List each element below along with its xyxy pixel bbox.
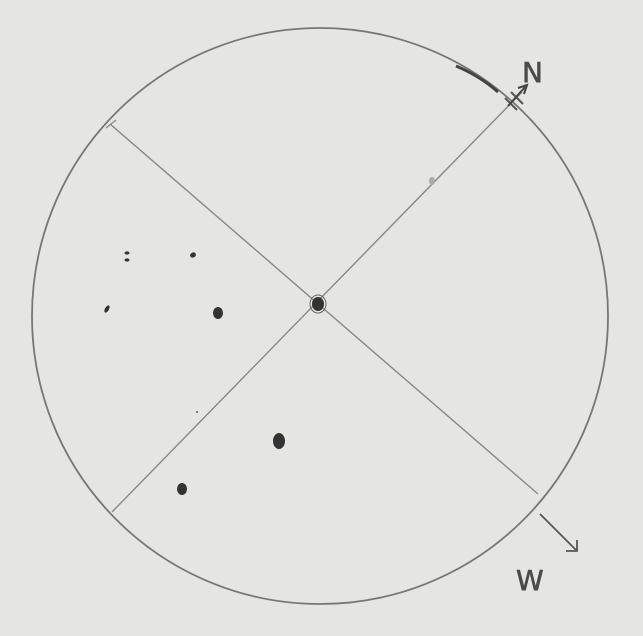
star-dot bbox=[104, 305, 110, 313]
star-dot bbox=[124, 251, 130, 255]
north-arc-accent bbox=[455, 64, 499, 94]
crosshair-nw-se-line bbox=[109, 123, 539, 495]
west-label: W bbox=[516, 564, 544, 597]
west-arrowhead-icon bbox=[566, 540, 578, 552]
north-label: N bbox=[522, 56, 543, 89]
north-arrowhead-icon bbox=[517, 83, 529, 95]
tick-mark-ne-2 bbox=[510, 91, 524, 105]
star-dot bbox=[196, 411, 198, 413]
star-dot bbox=[124, 258, 130, 262]
north-arrow-icon bbox=[507, 85, 527, 107]
field-of-view-circle bbox=[31, 27, 609, 605]
star-dot bbox=[213, 307, 223, 319]
star-dot bbox=[190, 252, 196, 258]
west-arrow-icon bbox=[539, 513, 577, 551]
central-object-dot bbox=[312, 297, 324, 311]
star-dot bbox=[177, 483, 187, 495]
central-object-halo bbox=[309, 294, 327, 314]
tick-mark-nw bbox=[105, 119, 117, 129]
star-dot bbox=[273, 433, 285, 449]
faint-object-dot bbox=[429, 177, 435, 185]
